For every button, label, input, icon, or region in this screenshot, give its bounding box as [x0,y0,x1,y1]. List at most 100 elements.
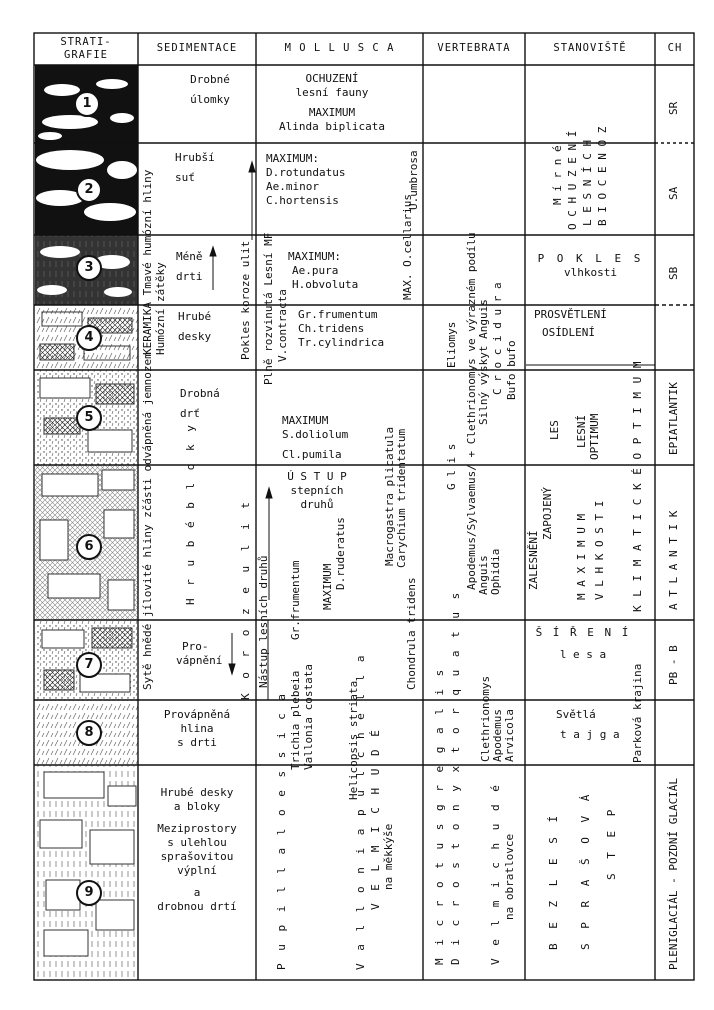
mol-vertical: Nástup lesních druhů [257,555,270,688]
stan-vertical: M A X I M U M [575,513,588,600]
mol-vertical: Gr.frumentum [289,560,302,640]
vert-vertical: Bufo bufo [505,340,518,400]
sed-text: desky [178,330,212,343]
header-stan: STANOVIŠTĚ [553,42,627,54]
ch-label: SB [667,266,680,280]
layer-number: 4 [76,325,102,351]
header-mol: M O L L U S C A [284,42,395,54]
mol-text: Cl.pumila [282,448,342,461]
mol-text: Alinda biplicata [279,120,385,133]
sed-text: Drobná [180,387,220,400]
mol-text: Ae.minor [266,180,319,193]
sed-text: Méně [176,250,203,263]
mol-vertical: Vallonia costata [302,664,315,770]
sed-text: Hrubší [175,151,215,164]
layer-number: 8 [76,720,102,746]
mol-vertical: MAXIMUM [321,563,334,610]
mol-text: MAXIMUM [308,106,356,119]
sed-text: a bloky [173,800,221,813]
table-grid [33,32,695,981]
sed-text: Provápněná [163,708,231,721]
stan-vertical: M í r n é [551,145,564,205]
sed-vertical: Humózní zátěky [154,262,167,355]
mol-text: C.hortensis [266,194,339,207]
sed-text: Pro- [182,640,209,653]
ch-label: SA [667,186,680,200]
header-strat-1: STRATI- [60,36,112,48]
stan-text: Š Í Ř E N Í [535,626,631,639]
stan-vertical: S P R A Š O V Á [579,790,592,950]
stan-vertical: L E S N Í C H [581,139,594,226]
ch-label: PB - B [667,645,680,685]
mol-vertical: V a l l o n i a p u l c h e l l a [354,652,367,970]
layer-number: 6 [76,534,102,560]
sed-vertical: H r u b é b l o k y [184,422,197,605]
mol-vertical: Trichia plebeia [289,670,302,770]
layer-number: 3 [76,255,102,281]
mol-vertical: Carychium tridentatum [395,428,408,568]
mol-vertical: na měkkýše [382,823,395,890]
sed-text: hlina [180,722,214,735]
layer-number: 7 [76,652,102,678]
stan-vertical: B I O C E N Ó Z [596,126,609,226]
mol-vertical: U.umbrosa [407,150,420,210]
vert-vertical: Ophidia [489,548,502,595]
mol-vertical: D.ruderatus [334,517,347,590]
sed-vertical: KERAMIKA Tmavé humózní hliny [141,169,154,355]
sed-text: drobnou drtí [157,900,237,913]
mol-text: Ú S T U P [287,470,347,483]
mol-text: MAXIMUM: [266,152,319,165]
layer-number: 9 [76,880,102,906]
mol-vertical: Chondrula tridens [405,577,418,690]
sed-text: sprašovitou [160,850,234,863]
stan-vertical: K L I M A T I C K É O P T I M U M [631,360,644,612]
mol-text: stepních [290,484,344,497]
layer-number: 5 [76,405,102,431]
sed-text: úlomky [190,93,230,106]
ch-label: PLENIGLACIÁL - POZDNÍ GLACIÁL [667,777,680,970]
stan-text: t a j g a [560,728,620,741]
vert-vertical: M i c r o t u s g r e g a l i s [433,666,446,965]
mol-text: Gr.frumentum [298,308,378,321]
ch-label: SR [667,101,680,115]
stan-text: OSÍDLENÍ [542,326,595,339]
mol-text: Tr.cylindrica [298,336,385,349]
vert-vertical: Arvicola [503,709,516,762]
vert-vertical: C r o c i d u r a [491,282,504,395]
sed-text: suť [175,171,195,184]
sed-text: Drobné [190,73,230,86]
stan-vertical: OPTIMUM [588,413,601,460]
stan-text: l e s a [559,648,607,661]
mol-text: druhů [300,498,334,511]
stan-vertical: S T E P [605,805,618,880]
stan-text: PROSVĚTLENÍ [534,308,607,321]
sed-text: s ulehlou [167,836,227,849]
arrows [209,160,273,700]
layer-number: 1 [74,91,100,117]
stan-text: vlhkosti [564,266,617,279]
stan-vertical: LESNÍ [575,414,588,448]
sed-text: Hrubé [178,310,212,323]
sed-text: vápnění [176,654,223,667]
sed-vertical: Pokles koroze ulit [239,240,252,360]
mol-text: Ae.pura [292,264,339,277]
mol-text: D.rotundatus [266,166,346,179]
ch-label: EPIATLANTIK [667,382,680,455]
vert-vertical: na obratlovce [503,833,516,920]
stan-vertical: B E Z L E S Í [547,811,560,950]
mol-vertical: V E L M I C H U D É [369,727,382,910]
layer-number: 2 [76,177,102,203]
header-ch: CH [667,42,683,54]
mol-text: OCHUZENÍ [305,72,359,85]
vert-vertical: D i c r o s t o n y x t o r q u a t u s [449,589,462,965]
sed-text: drti [176,270,203,283]
vert-vertical: V e l m i c h u d é [489,782,502,965]
mol-text: lesní fauny [295,86,369,99]
mol-text: MAXIMUM [282,414,329,427]
vert-vertical: Eliomys [445,321,458,368]
stan-vertical: V L H K O S T I [593,500,606,600]
stan-vertical: LES [548,420,561,440]
sed-text: Meziprostory [157,822,237,835]
mol-text: Ch.tridens [298,322,365,335]
sed-vertical: K o r o z e u l i t [239,498,252,700]
